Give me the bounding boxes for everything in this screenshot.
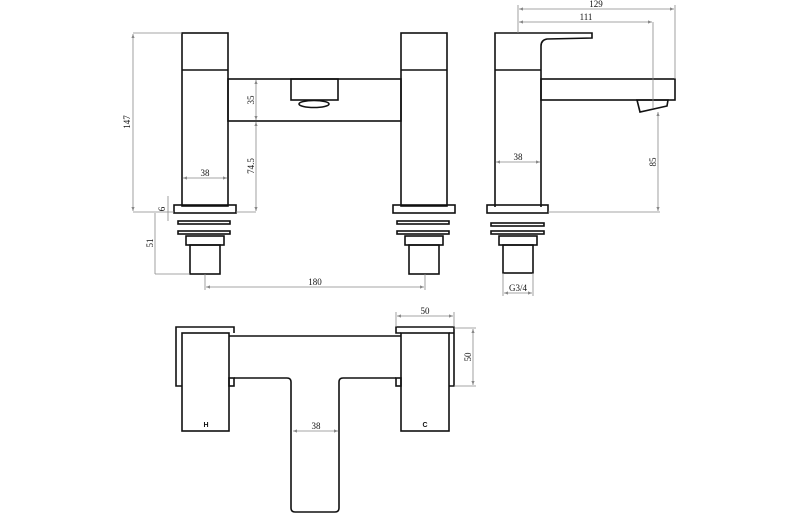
dim-111: 111 — [519, 12, 654, 108]
side-view: 129 111 85 38 G3/4 — [486, 0, 676, 296]
dim-label-51: 51 — [145, 239, 155, 248]
dim-label-85: 85 — [648, 157, 658, 167]
dim-label-50-width: 50 — [421, 306, 431, 316]
dim-74-5: 74.5 — [236, 122, 258, 213]
cold-label: C — [422, 422, 427, 429]
plan-view: H C 38 50 50 — [175, 306, 476, 513]
dim-label-38-side: 38 — [514, 152, 524, 162]
dim-38-side: 38 — [496, 152, 540, 164]
dim-label-50-depth: 50 — [463, 352, 473, 362]
dim-35: 35 — [246, 80, 258, 120]
dim-label-6: 6 — [157, 206, 167, 211]
dim-label-74-5: 74.5 — [246, 158, 256, 174]
side-body — [486, 32, 676, 274]
front-view: 147 35 74.5 38 6 51 180 — [122, 32, 456, 290]
hot-lever-outline — [175, 326, 235, 387]
dim-147: 147 — [122, 32, 182, 213]
dim-6: 6 — [157, 196, 169, 221]
dim-51: 51 — [145, 213, 190, 275]
dim-50-width: 50 — [395, 306, 455, 327]
dim-label-180: 180 — [308, 277, 322, 287]
dim-g3-4: G3/4 — [502, 273, 534, 296]
dim-label-38-front: 38 — [201, 168, 211, 178]
dim-label-129: 129 — [589, 0, 603, 9]
dim-label-g3-4: G3/4 — [509, 283, 528, 293]
dim-50-depth: 50 — [454, 327, 476, 387]
cold-lever-outline — [395, 326, 455, 387]
bridge-body — [227, 78, 402, 122]
hot-handle — [181, 332, 230, 432]
dim-38-front: 38 — [183, 168, 227, 180]
left-column — [173, 32, 237, 275]
dim-label-147: 147 — [122, 115, 132, 129]
right-column — [392, 32, 456, 275]
dim-label-38-plan: 38 — [312, 421, 322, 431]
hot-label: H — [203, 422, 208, 429]
dim-85: 85 — [548, 112, 660, 213]
dim-38-plan: 38 — [293, 421, 338, 433]
dim-label-35: 35 — [246, 95, 256, 105]
dim-180: 180 — [204, 274, 426, 290]
dim-label-111: 111 — [580, 12, 593, 22]
spout-plan — [234, 377, 396, 513]
dim-129: 129 — [517, 0, 676, 79]
cold-handle — [400, 332, 450, 432]
